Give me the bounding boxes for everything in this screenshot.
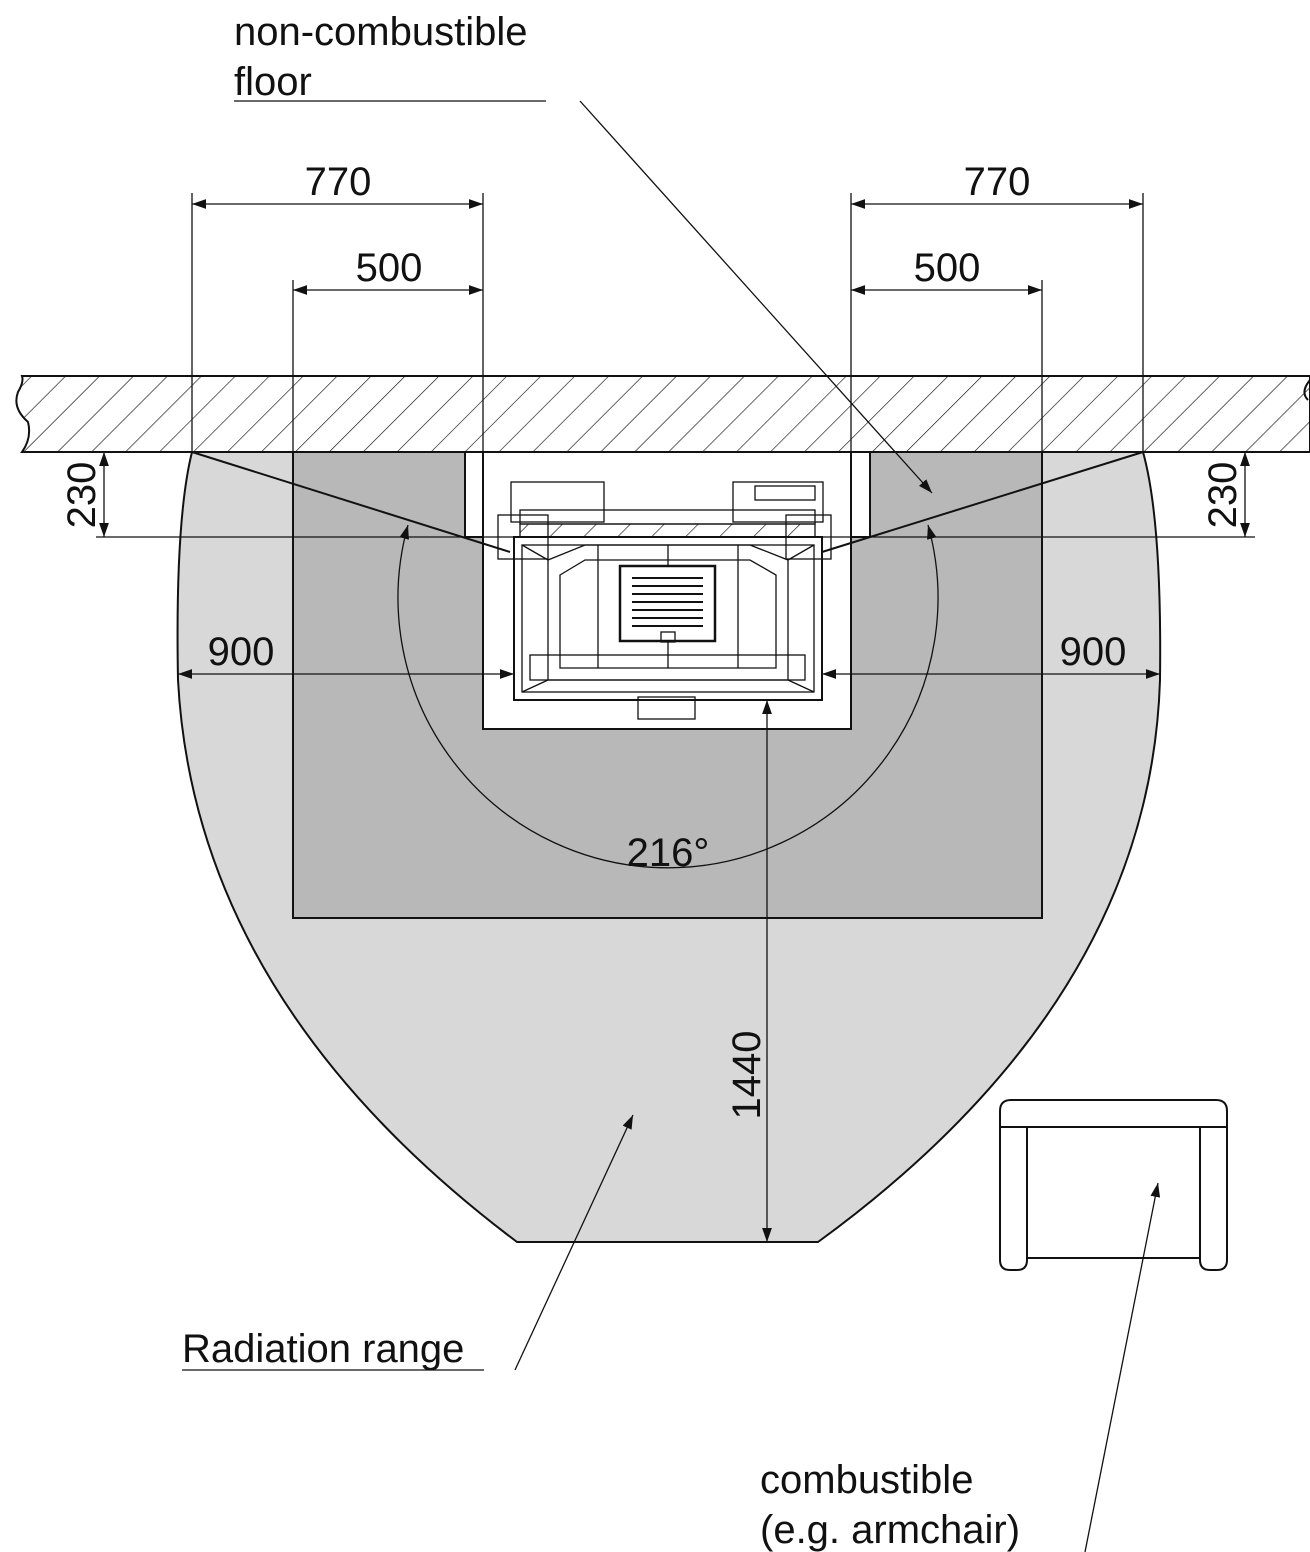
dim-front: 1440 bbox=[725, 1031, 769, 1120]
label-floor-line1: non-combustible bbox=[234, 10, 528, 54]
label-radiation-range: Radiation range bbox=[182, 1327, 464, 1371]
fireplace-unit bbox=[464, 451, 871, 730]
label-combustible-line2: (e.g. armchair) bbox=[760, 1508, 1020, 1552]
dim-left-inner: 500 bbox=[356, 246, 423, 290]
dim-right-inner: 500 bbox=[914, 246, 981, 290]
extension-lines bbox=[96, 193, 1255, 538]
dim-angle: 216° bbox=[627, 831, 710, 875]
dim-left-depth: 230 bbox=[60, 462, 104, 529]
wall bbox=[15, 375, 1310, 453]
dim-left-side: 900 bbox=[208, 630, 275, 674]
dimension-lines bbox=[99, 199, 1250, 1242]
dim-left-outer: 770 bbox=[305, 160, 372, 204]
label-floor-line2: floor bbox=[234, 60, 312, 104]
angle-arc bbox=[397, 524, 939, 869]
dim-right-outer: 770 bbox=[964, 160, 1031, 204]
label-combustible-line1: combustible bbox=[760, 1458, 973, 1502]
leader-lines bbox=[182, 100, 1161, 1552]
armchair bbox=[999, 1099, 1228, 1271]
dim-right-side: 900 bbox=[1060, 630, 1127, 674]
dim-right-depth: 230 bbox=[1201, 462, 1245, 529]
